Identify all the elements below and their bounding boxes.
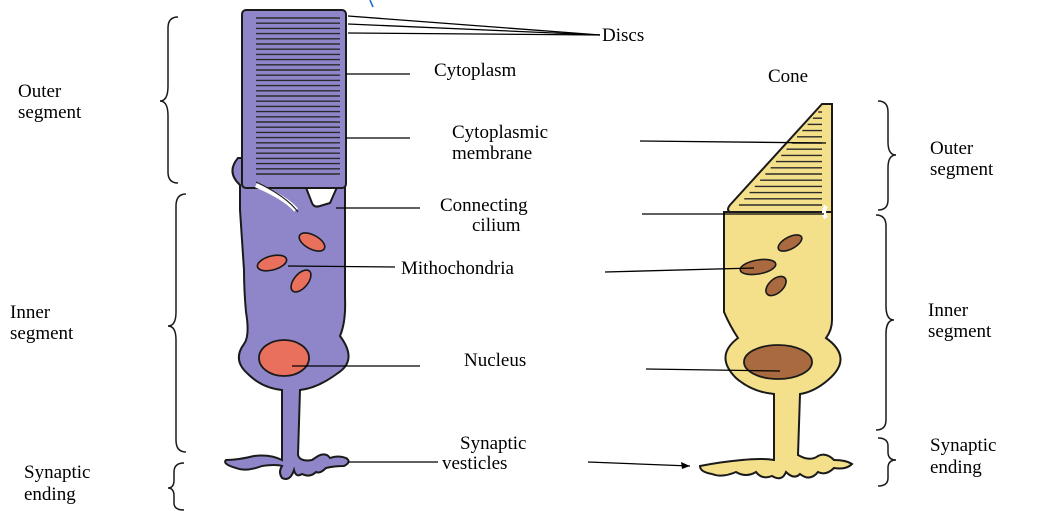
- mitochondria-label: Mithochondria: [401, 258, 514, 279]
- cone-synaptic-ending-brace: [878, 438, 896, 486]
- rod-outer-segment-label: Outer: [18, 81, 62, 102]
- rod-outer-segment: [242, 10, 346, 188]
- cone-outer-segment-label: Outer: [930, 138, 974, 159]
- cone-outer-segment-label: segment: [930, 159, 994, 180]
- rod-inner-segment-label: Inner: [10, 302, 51, 323]
- top-mark: [370, 0, 373, 7]
- cone-inner-segment-label: Inner: [928, 300, 969, 321]
- rod-outer-segment-brace: [160, 17, 178, 183]
- rod-synaptic-ending-label: ending: [24, 484, 76, 505]
- cone-inner-segment-label: segment: [928, 321, 992, 342]
- discs-label: Discs: [602, 25, 644, 46]
- rod-cell: [225, 10, 348, 479]
- rod-synaptic-ending-brace: [168, 463, 184, 510]
- cone-connecting-notch: [824, 206, 826, 218]
- cone-cell: [700, 104, 852, 478]
- cone-outer-segment: [728, 104, 832, 212]
- cone-nucleus: [744, 345, 812, 379]
- rod-inner-segment-brace: [168, 194, 186, 452]
- cone-synaptic-ending-label: Synaptic: [930, 435, 997, 456]
- cytoplasmic-membrane-label: Cytoplasmic: [452, 122, 548, 143]
- rod-synaptic-ending-label: Synaptic: [24, 462, 91, 483]
- synaptic-vesicles-label: Synaptic: [460, 433, 527, 454]
- cone-outer-segment-brace: [878, 101, 896, 210]
- labels: Discs Cytoplasm Cytoplasmic membrane Con…: [10, 25, 997, 505]
- cone-inner-segment-brace: [876, 215, 894, 430]
- synaptic-vesicles-label: vesticles: [442, 453, 507, 474]
- synaptic-vesicles-arrowhead: [681, 462, 690, 469]
- connecting-cilium-label: cilium: [472, 215, 521, 236]
- rod-outer-segment-label: segment: [18, 102, 82, 123]
- rod-inner-segment-label: segment: [10, 323, 74, 344]
- connecting-cilium-label: Connecting: [440, 195, 528, 216]
- rod-nucleus: [259, 340, 309, 376]
- cone-synaptic-ending-label: ending: [930, 457, 982, 478]
- synaptic-vesicles-cone-leader: [588, 462, 690, 466]
- cytoplasm-label: Cytoplasm: [434, 60, 517, 81]
- nucleus-label: Nucleus: [464, 350, 526, 371]
- cytoplasmic-membrane-label: membrane: [452, 143, 532, 164]
- rod-inner-body: [225, 158, 348, 479]
- cone-title: Cone: [768, 66, 808, 87]
